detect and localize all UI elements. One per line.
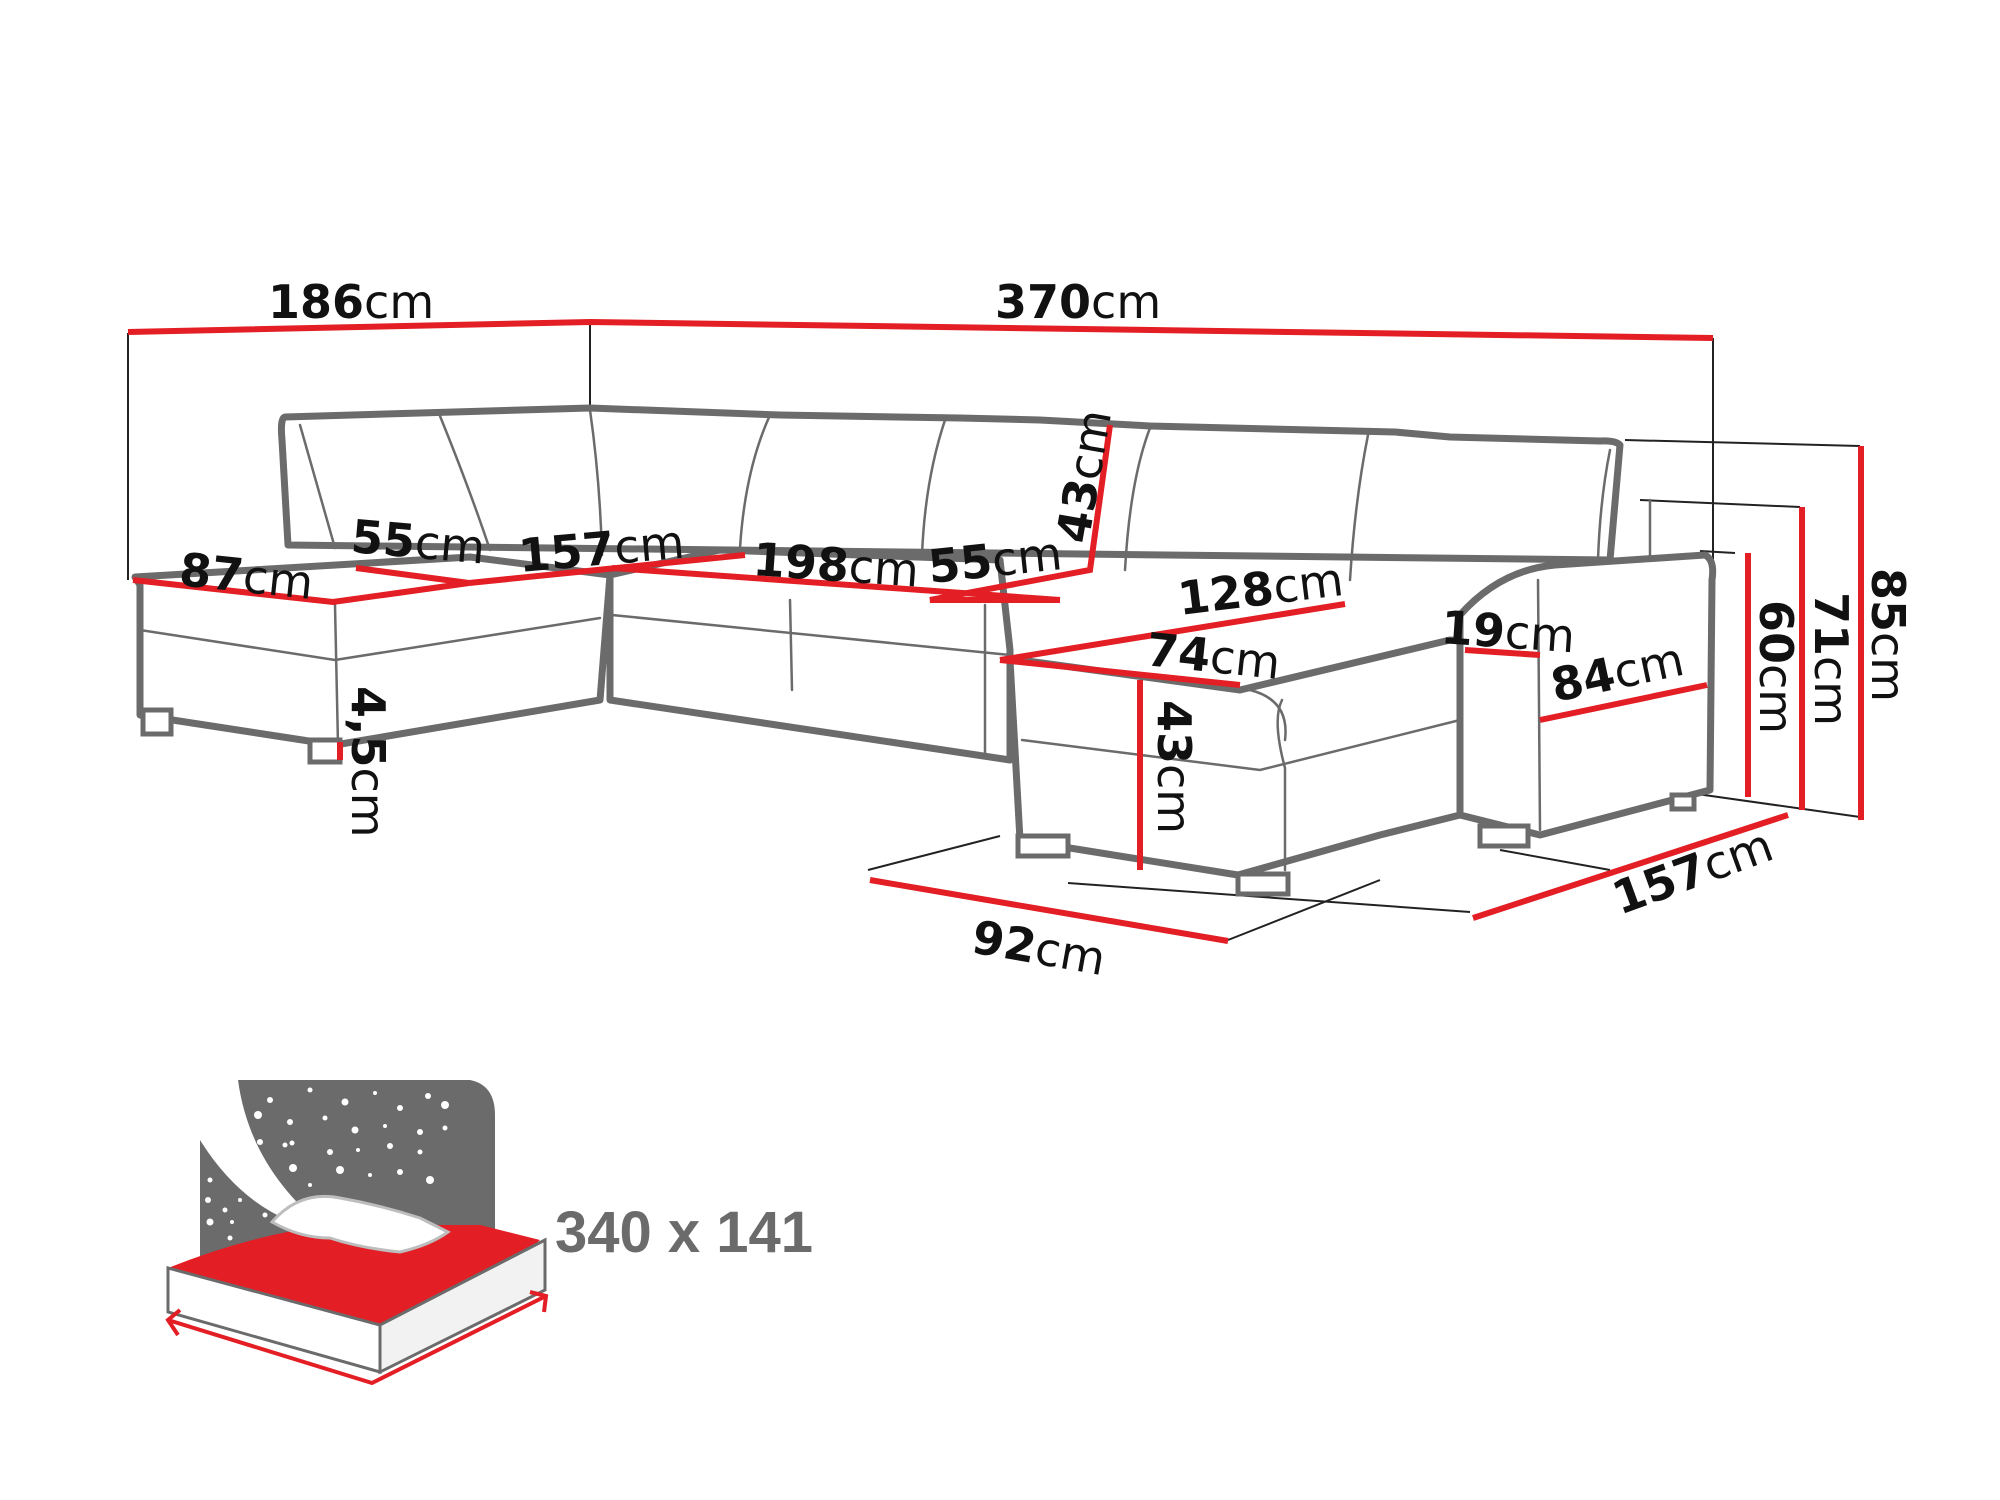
label-middle-seat-depth: 55cm (926, 526, 1065, 594)
sleeping-area-size: 340 x 141 (555, 1200, 813, 1265)
label-backrest-height: 43cm (1046, 405, 1122, 546)
label-right-seat-length: 128cm (1175, 552, 1346, 626)
label-chaise-front-width: 92cm (968, 910, 1109, 986)
label-left-chaise-width: 87cm (177, 542, 316, 610)
dimension-labels: 186cm 370cm 87cm 55cm 157cm 198cm 55cm 4… (177, 275, 1915, 986)
label-armrest-height: 60cm (1749, 600, 1803, 734)
label-back-height: 71cm (1804, 592, 1858, 726)
label-total-width: 370cm (995, 275, 1161, 329)
sofa-drawing (131, 404, 1717, 897)
label-left-seat-length: 157cm (516, 515, 686, 583)
stars-icon (205, 1087, 449, 1241)
label-left-seat-depth: 55cm (349, 509, 487, 574)
label-seat-height: 43cm (1147, 700, 1201, 834)
label-armrest-width: 19cm (1439, 600, 1577, 663)
bed-with-night-sky-icon (165, 1080, 549, 1386)
label-middle-seat-length: 198cm (751, 532, 921, 597)
extension-lines (127, 322, 1861, 941)
label-right-chaise-width: 74cm (1144, 622, 1283, 690)
label-total-left-depth: 186cm (268, 275, 434, 329)
label-leg-height: 4,5cm (341, 686, 395, 838)
dimension-lines (127, 318, 1864, 944)
label-total-height: 85cm (1861, 568, 1915, 702)
label-right-depth: 157cm (1605, 818, 1780, 926)
